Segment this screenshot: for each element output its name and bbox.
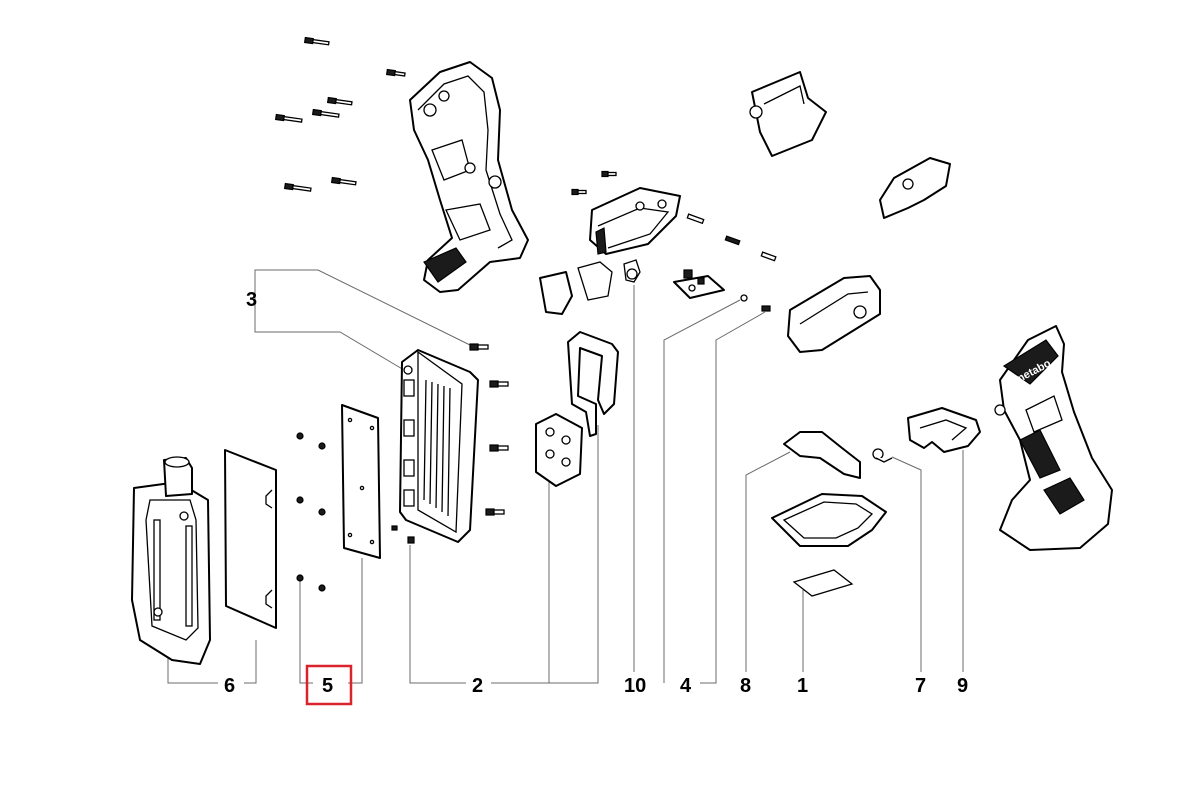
complete-tool-housing: metabo	[994, 325, 1113, 551]
latch-item-8	[783, 431, 861, 479]
callout-9: 9	[957, 675, 968, 697]
housing-screws	[407, 380, 509, 544]
callout-4: 4	[680, 675, 692, 697]
motor-cover-top	[749, 71, 827, 157]
screw-item-3	[469, 343, 489, 351]
callout-7: 7	[915, 675, 926, 697]
bracket-cover	[879, 157, 951, 219]
leader-lines	[167, 269, 964, 684]
callout-3: 3	[246, 289, 257, 311]
callout-8: 8	[740, 675, 751, 697]
callout-5: 5	[322, 675, 333, 697]
callout-1: 1	[797, 675, 808, 697]
small-screws-item-5	[296, 432, 326, 592]
terminal-block	[535, 413, 583, 487]
insulation-sheet	[224, 449, 277, 629]
head-cover	[787, 275, 881, 353]
stirrup-clip	[567, 331, 619, 437]
base-plate	[771, 493, 887, 547]
screw-cluster-top	[274, 36, 406, 192]
battery-cover	[131, 456, 211, 665]
label-plate	[792, 569, 854, 597]
callout-10: 10	[624, 675, 646, 697]
support-frame	[907, 407, 981, 453]
callout-6: 6	[224, 675, 235, 697]
circuit-board	[673, 269, 725, 299]
small-spring	[872, 448, 893, 463]
switch-assembly	[539, 170, 681, 315]
housing-half-shell-left	[409, 61, 529, 293]
electronics-housing	[399, 349, 479, 543]
highlighted-callout-box	[305, 664, 353, 706]
spring-pins	[686, 213, 777, 312]
thermal-pad	[341, 404, 398, 559]
callout-2: 2	[472, 675, 483, 697]
callout-labels: 3 6 5 2 10 4 8 1 7 9	[224, 289, 968, 697]
